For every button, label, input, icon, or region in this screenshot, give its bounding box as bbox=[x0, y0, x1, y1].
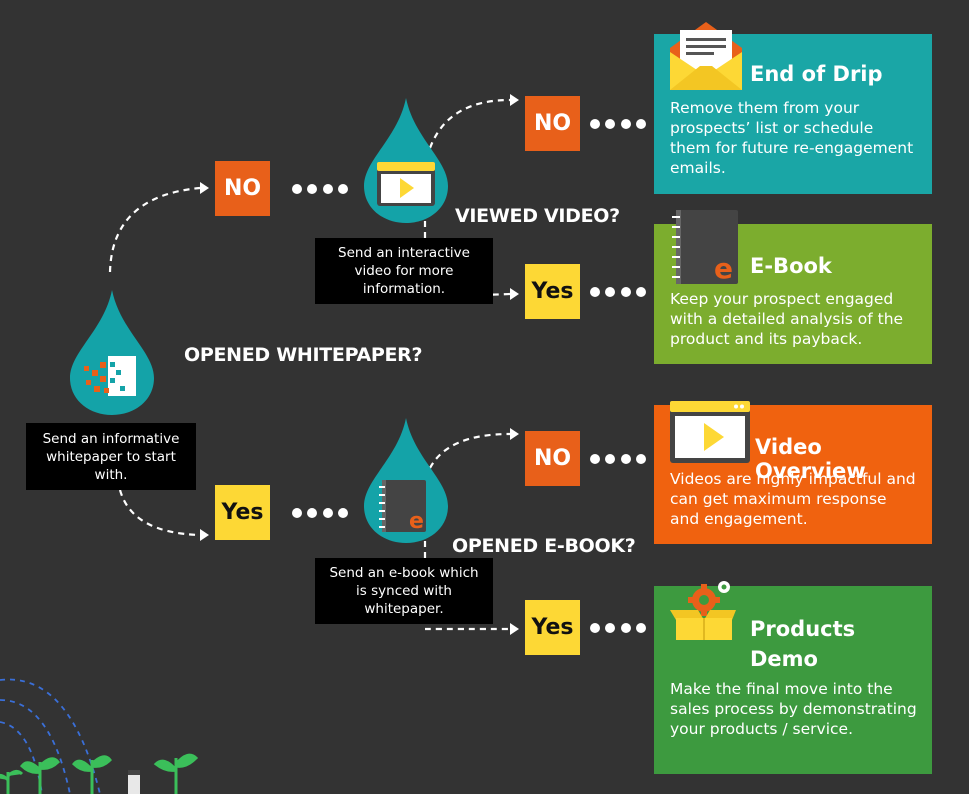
video-drop bbox=[364, 98, 448, 223]
video-no-tag: NO bbox=[525, 96, 580, 151]
ebook-caption: Send an e-book which is synced with whit… bbox=[315, 558, 493, 624]
svg-text:e: e bbox=[409, 509, 424, 534]
card-text: Keep your prospect engaged with a detail… bbox=[670, 290, 904, 348]
envelope-icon bbox=[670, 18, 742, 92]
decorative-arcs bbox=[0, 678, 101, 794]
question-opened-whitepaper: OPENED WHITEPAPER? bbox=[184, 344, 423, 366]
card-title: Video Overview bbox=[755, 435, 866, 483]
svg-text:e: e bbox=[714, 252, 733, 284]
document-pixels-icon bbox=[84, 356, 136, 396]
question-viewed-video: VIEWED VIDEO? bbox=[455, 205, 620, 227]
arrow-head bbox=[200, 182, 209, 194]
arrow-head bbox=[510, 288, 519, 300]
card-text: Videos are highly impactful and can get … bbox=[670, 470, 916, 528]
decorative-plants bbox=[0, 753, 199, 794]
ebook-yes-tag: Yes bbox=[525, 600, 580, 655]
video-caption: Send an interactive video for more infor… bbox=[315, 238, 493, 304]
connector-ebook-yes bbox=[423, 530, 510, 631]
ebook-no-tag: NO bbox=[525, 431, 580, 486]
video-yes-tag: Yes bbox=[525, 264, 580, 319]
card-end-of-drip: End of Drip Remove them from your prospe… bbox=[654, 22, 932, 194]
dots-connector bbox=[590, 118, 646, 130]
connector-whitepaper-no bbox=[108, 186, 201, 273]
connector-ebook-no bbox=[429, 432, 511, 469]
whitepaper-no-tag: NO bbox=[215, 161, 270, 216]
notebook-icon: e bbox=[379, 480, 426, 534]
notebook-icon: e bbox=[670, 210, 740, 284]
dots-connector bbox=[590, 622, 646, 634]
decorative-post bbox=[128, 770, 140, 794]
arrow-head bbox=[200, 529, 209, 541]
connector-whitepaper-yes bbox=[118, 489, 201, 537]
whitepaper-drop bbox=[70, 290, 154, 415]
whitepaper-caption: Send an informative whitepaper to start … bbox=[26, 423, 196, 490]
card-ebook: e E-Book Keep your prospect engaged with… bbox=[654, 210, 932, 364]
whitepaper-yes-tag: Yes bbox=[215, 485, 270, 540]
dots-connector bbox=[292, 507, 348, 519]
arrow-head bbox=[510, 623, 519, 635]
card-text: Remove them from your prospects’ list or… bbox=[670, 99, 914, 177]
connector-video-yes bbox=[423, 210, 511, 298]
question-opened-ebook: OPENED E-BOOK? bbox=[452, 535, 636, 557]
card-video-overview: Video Overview Videos are highly impactf… bbox=[654, 401, 932, 544]
card-title: Products Demo bbox=[750, 617, 856, 671]
card-products-demo: Products Demo Make the final move into t… bbox=[654, 581, 932, 774]
arrow-head bbox=[510, 428, 519, 440]
arrow-head bbox=[510, 94, 519, 106]
dots-connector bbox=[292, 183, 348, 195]
connector-video-no bbox=[428, 98, 511, 149]
video-player-icon bbox=[670, 401, 750, 463]
dots-connector bbox=[590, 286, 646, 298]
box-gear-icon bbox=[670, 580, 740, 642]
card-title: End of Drip bbox=[750, 62, 883, 86]
ebook-drop: e bbox=[364, 418, 448, 543]
card-title: E-Book bbox=[750, 254, 832, 278]
dots-connector bbox=[590, 453, 646, 465]
card-text: Make the final move into the sales proce… bbox=[670, 680, 917, 738]
video-player-icon bbox=[377, 162, 435, 206]
